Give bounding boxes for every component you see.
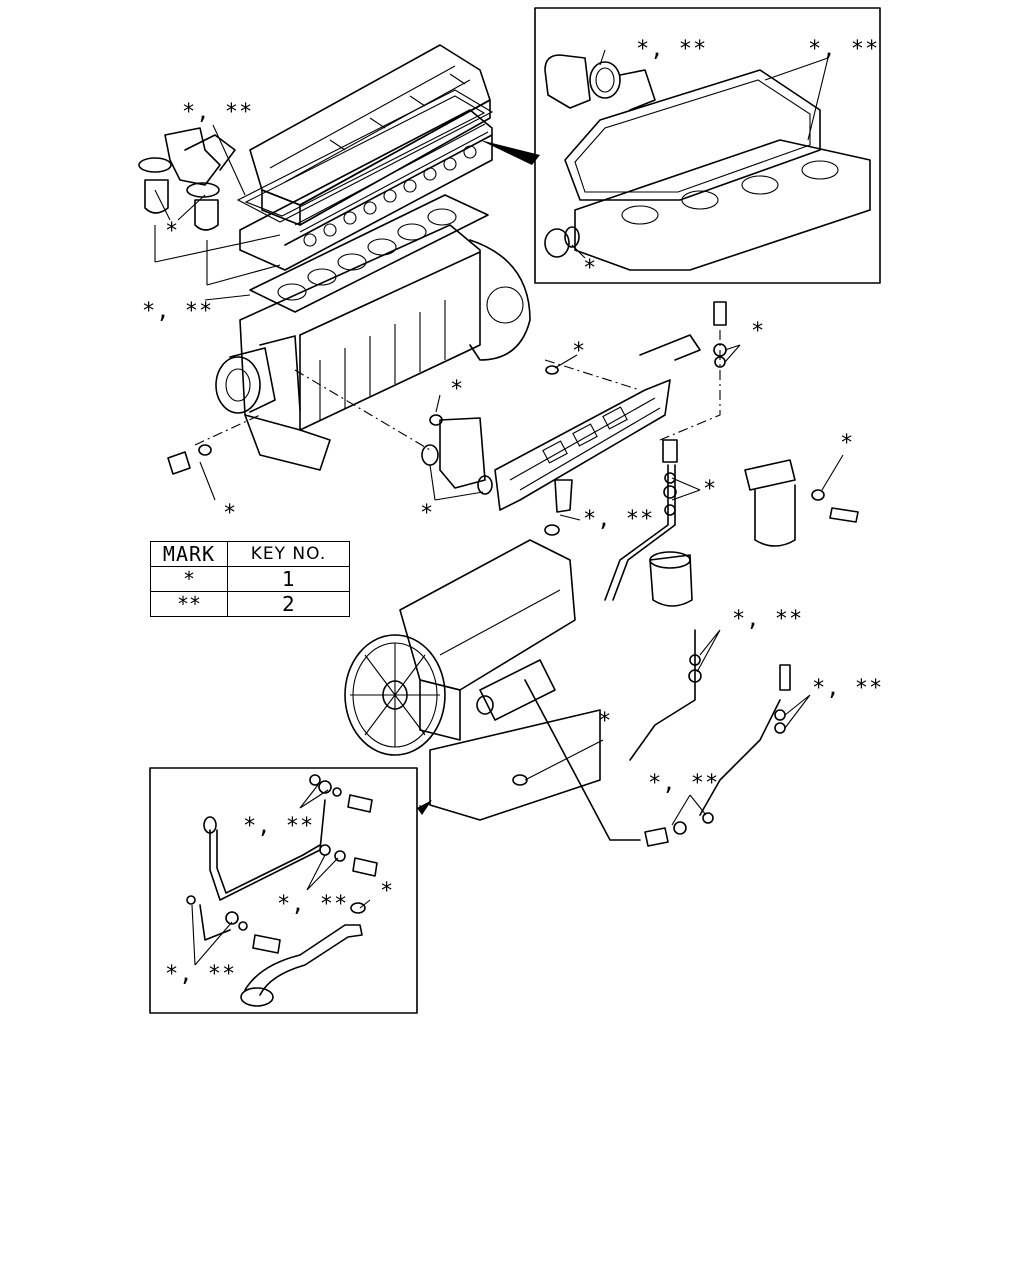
thermostat-housing	[138, 127, 236, 231]
inset-oil-lines	[149, 767, 432, 1014]
callout-front-sensor: *	[223, 501, 238, 526]
fuel-filter	[744, 454, 859, 547]
callout-drain-plug-washer: *	[598, 709, 613, 734]
callout-inset-mid-washers: *, **	[277, 892, 349, 917]
mark-key-table: MARK KEY NO. * 1 ** 2	[150, 541, 350, 617]
callout-thermostat: *	[165, 219, 180, 244]
callout-fuel-line-washers: *	[703, 477, 718, 502]
head-gasket	[249, 194, 489, 313]
callout-oil-cooler-gaskets: *	[420, 501, 435, 526]
callout-inset-lower-washers: *, **	[165, 962, 237, 987]
key-table-row: * 1	[150, 566, 350, 592]
callout-return-line-washers: *, **	[648, 771, 720, 796]
injection-nozzle	[544, 479, 581, 536]
callout-inset-thermostat-housing: *, **	[636, 37, 708, 62]
callout-oil-cooler-oring: *	[450, 377, 465, 402]
key-table-key: 2	[227, 591, 350, 617]
callout-inset-water-pump-seal: *	[583, 256, 598, 281]
key-table-mark: *	[150, 566, 228, 592]
callout-cylinder-head-gasket: *, **	[142, 299, 214, 324]
callout-inset-upper-washers: *, **	[243, 814, 315, 839]
rocker-cover	[249, 44, 491, 226]
cylinder-block	[215, 224, 531, 471]
key-table-header-mark: MARK	[150, 541, 228, 567]
callout-cooler-bolt-washers: *	[751, 319, 766, 344]
rocker-cover-gasket	[236, 89, 494, 223]
upper-leader-lines	[154, 124, 281, 301]
callout-injection-nozzle: *, **	[583, 507, 655, 532]
key-table-header-key: KEY NO.	[227, 541, 350, 567]
callout-filter-bolt-washer: *	[840, 431, 855, 456]
inset-manifold	[534, 7, 881, 284]
fuel-lines	[604, 439, 678, 601]
callout-head-gasket-set: *, **	[182, 100, 254, 125]
callout-filter-outlet-washers: *, **	[732, 607, 804, 632]
upper-engine-assembly	[138, 44, 540, 471]
callout-inset-manifold-gasket: *, **	[808, 37, 880, 62]
oil-cooler-assembly	[167, 301, 741, 511]
key-table-key: 1	[227, 566, 350, 592]
callout-rear-cover-seal: *	[572, 339, 587, 364]
key-table-header-row: MARK KEY NO.	[150, 541, 350, 567]
key-table-row: ** 2	[150, 591, 350, 617]
key-table-mark: **	[150, 591, 228, 617]
callout-feed-pipe-washers: *, **	[812, 676, 884, 701]
cylinder-head	[239, 109, 493, 271]
lower-engine	[344, 539, 811, 847]
callout-inset-oil-tube-seal: *	[380, 879, 395, 904]
